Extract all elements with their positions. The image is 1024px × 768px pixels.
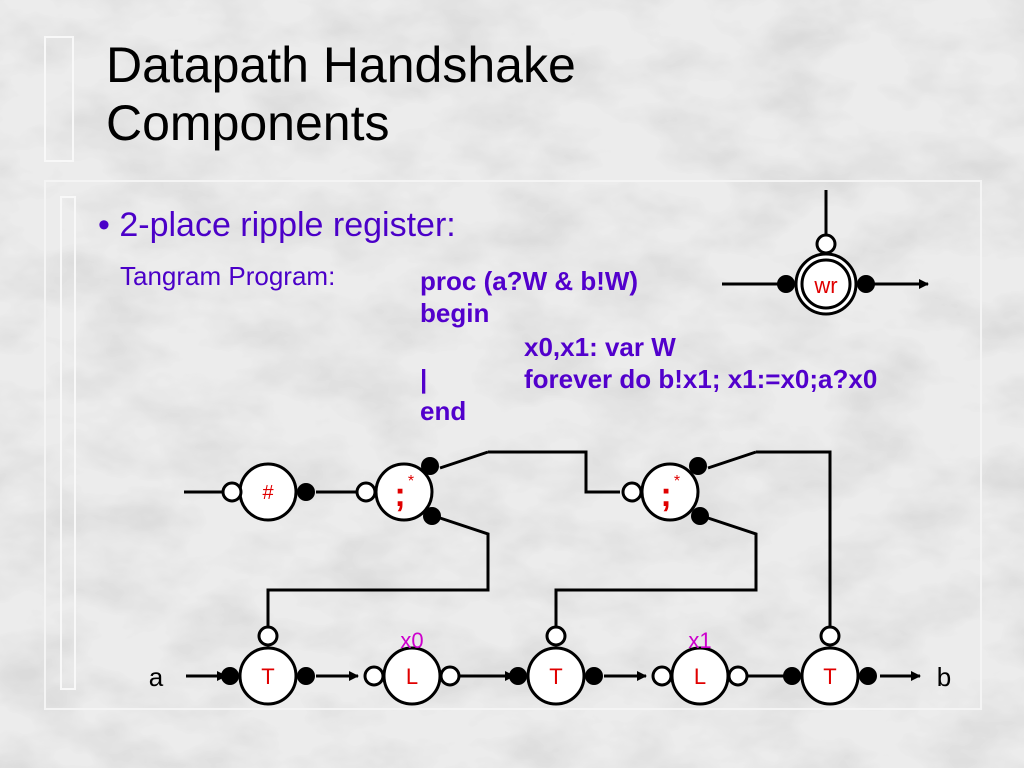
code-line-end: end [420, 396, 467, 426]
seq2-to-t2-wire [554, 516, 758, 628]
t3-label: T [823, 664, 836, 689]
wr-passive-port [815, 233, 837, 255]
code-line-var: x0,x1: var W [524, 332, 676, 362]
seq1-to-seq2-wire [488, 450, 620, 494]
seq2-star: * [674, 473, 680, 490]
seq1-lower-port [423, 507, 441, 525]
x1-label: x1 [688, 628, 711, 653]
t1-label: T [261, 664, 274, 689]
t2-passive-port [545, 625, 567, 647]
title-line-1: Datapath Handshake [106, 37, 576, 93]
slide-title: Datapath Handshake Components [106, 36, 806, 152]
wr-left-port [777, 275, 795, 293]
t1-left-port [221, 667, 239, 685]
t3-passive-port [819, 625, 841, 647]
code-line-forever: forever do b!x1; x1:=x0;a?x0 [524, 364, 878, 394]
hash-node: # [221, 462, 315, 522]
seq2-upper-port [689, 457, 707, 475]
l1-left-port [363, 665, 385, 687]
t2-left-port [509, 667, 527, 685]
channel-b-label: b [937, 662, 951, 692]
seq2-lower-port [691, 507, 709, 525]
hash-passive-port [221, 481, 243, 503]
hash-label: # [262, 482, 274, 504]
l2-label: L [694, 664, 706, 689]
latch-node-x0: L x0 [363, 628, 461, 706]
sequencer-node-2: ; * [621, 457, 709, 525]
t3-left-port [783, 667, 801, 685]
code-line-bar: | [420, 364, 428, 394]
seq1-to-t1-wire [266, 516, 490, 628]
l1-label: L [406, 664, 418, 689]
tangram-program-label: Tangram Program: [120, 261, 336, 291]
hash-active-port [297, 483, 315, 501]
content-frame [44, 180, 982, 710]
x0-label: x0 [400, 628, 423, 653]
code-line-proc: proc (a?W & b!W) [420, 266, 639, 296]
t2-right-port [585, 667, 603, 685]
t1-passive-port [257, 625, 279, 647]
wr-label: wr [813, 273, 837, 298]
t3-right-port [859, 667, 877, 685]
seq1-upper-port [421, 457, 439, 475]
seq1-upper-wire [439, 450, 489, 470]
l1-right-port [439, 665, 461, 687]
decorative-bar-left [60, 196, 76, 690]
seq1-label: ; [394, 476, 405, 514]
title-line-2: Components [106, 95, 390, 151]
transferrer-node-2: T [509, 625, 603, 706]
transferrer-node-3: T [783, 625, 877, 706]
code-line-begin: begin [420, 298, 490, 328]
wr-node: wr [777, 233, 875, 316]
bullet-ripple-register: • 2-place ripple register: [98, 206, 456, 244]
sequencer-node-1: ; * [355, 457, 441, 525]
l2-left-port [651, 665, 673, 687]
latch-node-x1: L x1 [651, 628, 749, 706]
seq1-passive-port [355, 481, 377, 503]
seq2-to-t3-wire [756, 450, 832, 628]
seq1-star: * [408, 473, 414, 490]
l2-right-port [727, 665, 749, 687]
t1-right-port [297, 667, 315, 685]
transferrer-node-1: T [221, 625, 315, 706]
seq2-passive-port [621, 481, 643, 503]
t2-label: T [549, 664, 562, 689]
seq2-upper-wire [707, 450, 757, 470]
decorative-bar-top [44, 36, 74, 162]
channel-a-label: a [149, 662, 164, 692]
wr-right-port [857, 275, 875, 293]
seq2-label: ; [660, 476, 671, 514]
